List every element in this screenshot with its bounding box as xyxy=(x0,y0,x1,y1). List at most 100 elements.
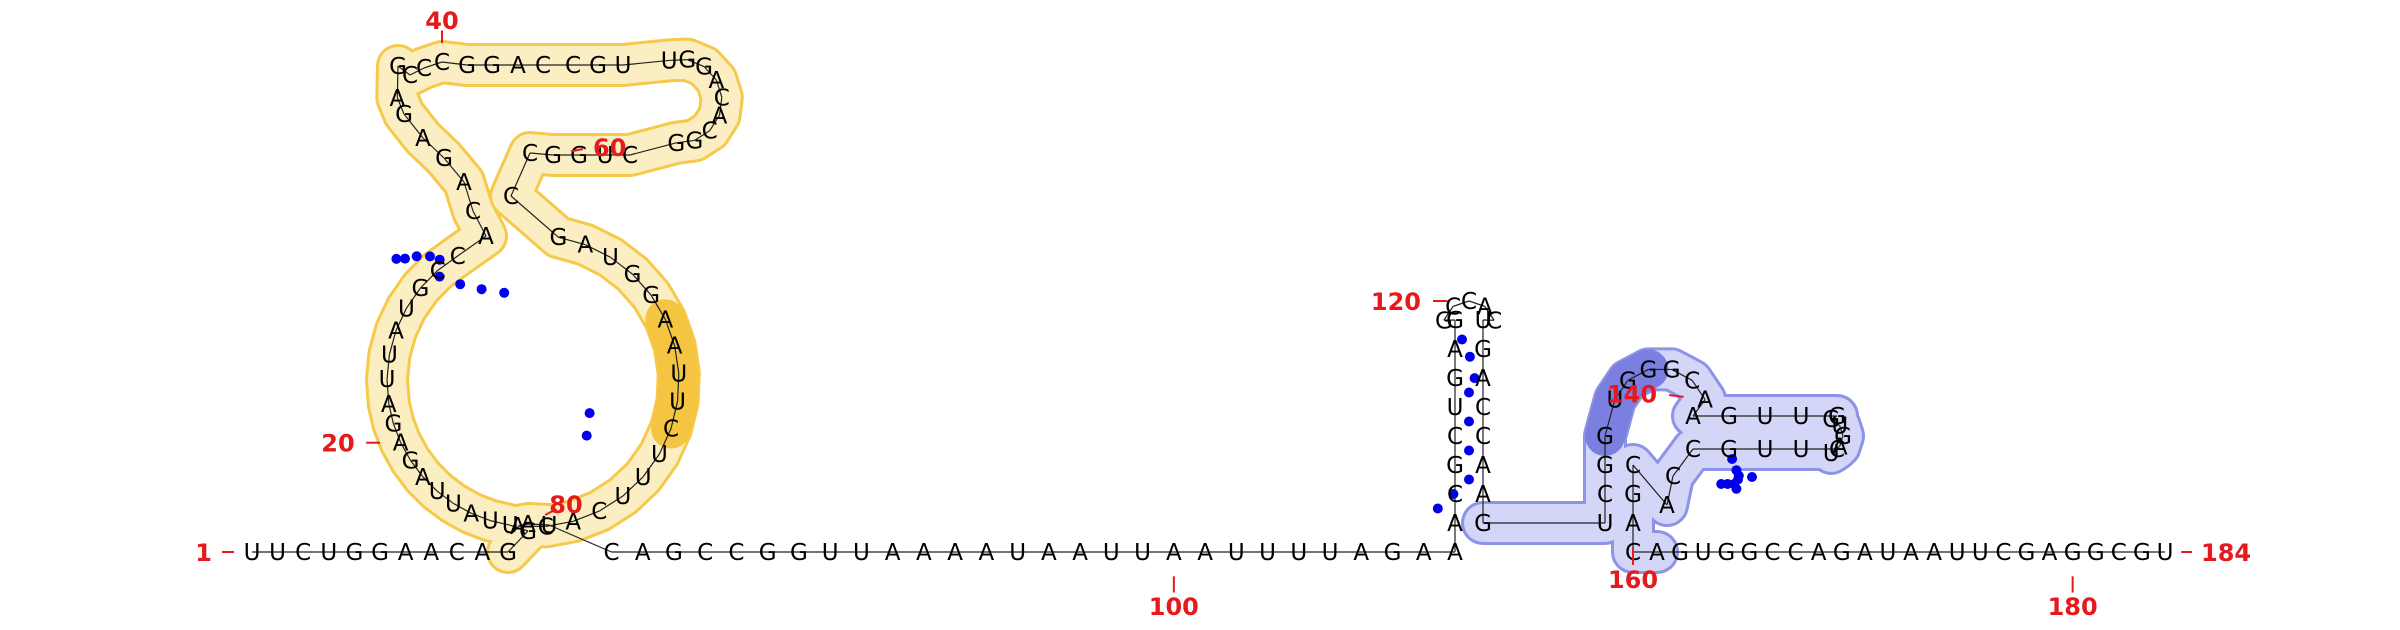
nucleotide-127: C xyxy=(1475,424,1491,450)
nucleotide-142: G xyxy=(1720,404,1738,430)
nucleotide-168: C xyxy=(1788,540,1804,566)
nucleotide-108: A xyxy=(1416,540,1432,566)
nucleotide-109: A xyxy=(1447,540,1463,566)
nucleotide-182: C xyxy=(2111,540,2127,566)
nucleotide-125: A xyxy=(1475,366,1491,392)
nucleotide-95: U xyxy=(1009,540,1026,566)
nucleotide-36: A xyxy=(389,86,405,112)
nucleotide-27: G xyxy=(412,276,430,302)
nucleotide-128: A xyxy=(1475,453,1491,479)
base-pair-dot xyxy=(400,254,410,264)
base-pair-dot xyxy=(1716,479,1726,489)
nucleotide-163: G xyxy=(1671,540,1689,566)
nucleotide-143: U xyxy=(1757,404,1774,430)
nucleotide-62: C xyxy=(503,184,519,210)
nucleotide-166: G xyxy=(1740,540,1758,566)
nucleotide-43: A xyxy=(510,53,526,79)
nucleotide-124: G xyxy=(1474,337,1492,363)
nucleotide-179: A xyxy=(2042,540,2058,566)
nucleotide-66: G xyxy=(624,262,642,288)
nucleotide-85: C xyxy=(697,540,713,566)
nucleotide-5: G xyxy=(345,540,363,566)
nucleotide-100: A xyxy=(1166,540,1182,566)
nucleotide-64: A xyxy=(577,233,593,259)
base-pair-dot xyxy=(1464,388,1474,398)
nucleotide-137: G xyxy=(1639,357,1657,383)
nucleotide-167: C xyxy=(1764,540,1780,566)
nucleotide-154: G xyxy=(1720,437,1738,463)
nucleotide-111: C xyxy=(1447,482,1463,508)
nucleotide-157: A xyxy=(1659,493,1675,519)
nucleotide-103: U xyxy=(1259,540,1276,566)
nucleotide-152: U xyxy=(1793,437,1810,463)
nucleotide-33: G xyxy=(435,146,453,172)
nucleotide-171: A xyxy=(1857,540,1873,566)
nucleotide-8: A xyxy=(423,540,439,566)
nucleotide-49: G xyxy=(678,48,696,74)
nucleotide-177: C xyxy=(1995,540,2011,566)
nucleotide-10: A xyxy=(475,540,491,566)
nucleotide-56: G xyxy=(667,131,685,157)
nucleotide-169: A xyxy=(1811,540,1827,566)
nucleotide-160: A xyxy=(1625,511,1641,537)
nucleotide-107: G xyxy=(1384,540,1402,566)
nucleotide-114: U xyxy=(1447,395,1464,421)
nucleotide-133: G xyxy=(1596,453,1614,479)
nucleotide-39: C xyxy=(416,56,432,82)
nucleotide-61: C xyxy=(522,141,538,167)
nucleotide-9: C xyxy=(449,540,465,566)
nucleotide-130: G xyxy=(1474,511,1492,537)
nucleotide-34: A xyxy=(415,126,431,152)
base-pair-dot xyxy=(391,254,401,264)
nucleotide-110: A xyxy=(1447,511,1463,537)
nucleotide-162: A xyxy=(1649,540,1665,566)
nucleotide-40: C xyxy=(434,50,450,76)
nucleotide-80: A xyxy=(520,512,536,538)
nucleotide-89: U xyxy=(822,540,839,566)
nucleotide-184: U xyxy=(2157,540,2174,566)
nucleotide-156: C xyxy=(1665,464,1681,490)
nucleotide-59: G xyxy=(570,143,588,169)
nucleotide-74: U xyxy=(635,465,652,491)
position-number-120: 120 xyxy=(1371,288,1421,316)
nucleotide-48: U xyxy=(661,48,678,74)
nucleotide-45: C xyxy=(565,53,581,79)
nucleotide-3: C xyxy=(295,540,311,566)
nucleotide-97: A xyxy=(1072,540,1088,566)
nucleotide-123: U xyxy=(1475,308,1492,334)
base-pair-dot xyxy=(477,284,487,294)
nucleotide-99: U xyxy=(1134,540,1151,566)
nucleotide-176: U xyxy=(1972,540,1989,566)
position-number-180: 180 xyxy=(2048,593,2098,621)
nucleotide-22: A xyxy=(381,392,397,418)
nucleotide-98: U xyxy=(1103,540,1120,566)
nucleotide-23: U xyxy=(379,367,396,393)
nucleotide-106: A xyxy=(1353,540,1369,566)
nucleotide-91: A xyxy=(885,540,901,566)
nucleotide-132: C xyxy=(1597,482,1613,508)
position-number-40: 40 xyxy=(425,7,458,35)
nucleotide-138: G xyxy=(1663,357,1681,383)
nucleotide-6: G xyxy=(371,540,389,566)
nucleotide-15: A xyxy=(463,501,479,527)
nucleotide-155: C xyxy=(1685,437,1701,463)
nucleotide-63: G xyxy=(549,225,567,251)
nucleotide-14: U xyxy=(482,509,499,535)
nucleotide-47: U xyxy=(615,53,632,79)
nucleotide-165: G xyxy=(1717,540,1735,566)
nucleotide-69: A xyxy=(667,334,683,360)
nucleotide-104: U xyxy=(1290,540,1307,566)
nucleotide-94: A xyxy=(979,540,995,566)
nucleotide-84: G xyxy=(665,540,683,566)
nucleotide-131: U xyxy=(1597,511,1614,537)
nucleotide-42: G xyxy=(483,53,501,79)
nucleotide-164: U xyxy=(1695,540,1712,566)
nucleotide-60: G xyxy=(544,143,562,169)
position-number-1: 1 xyxy=(195,539,212,567)
base-pair-dot xyxy=(455,279,465,289)
nucleotide-102: U xyxy=(1228,540,1245,566)
nucleotide-76: C xyxy=(591,499,607,525)
nucleotide-105: U xyxy=(1322,540,1339,566)
